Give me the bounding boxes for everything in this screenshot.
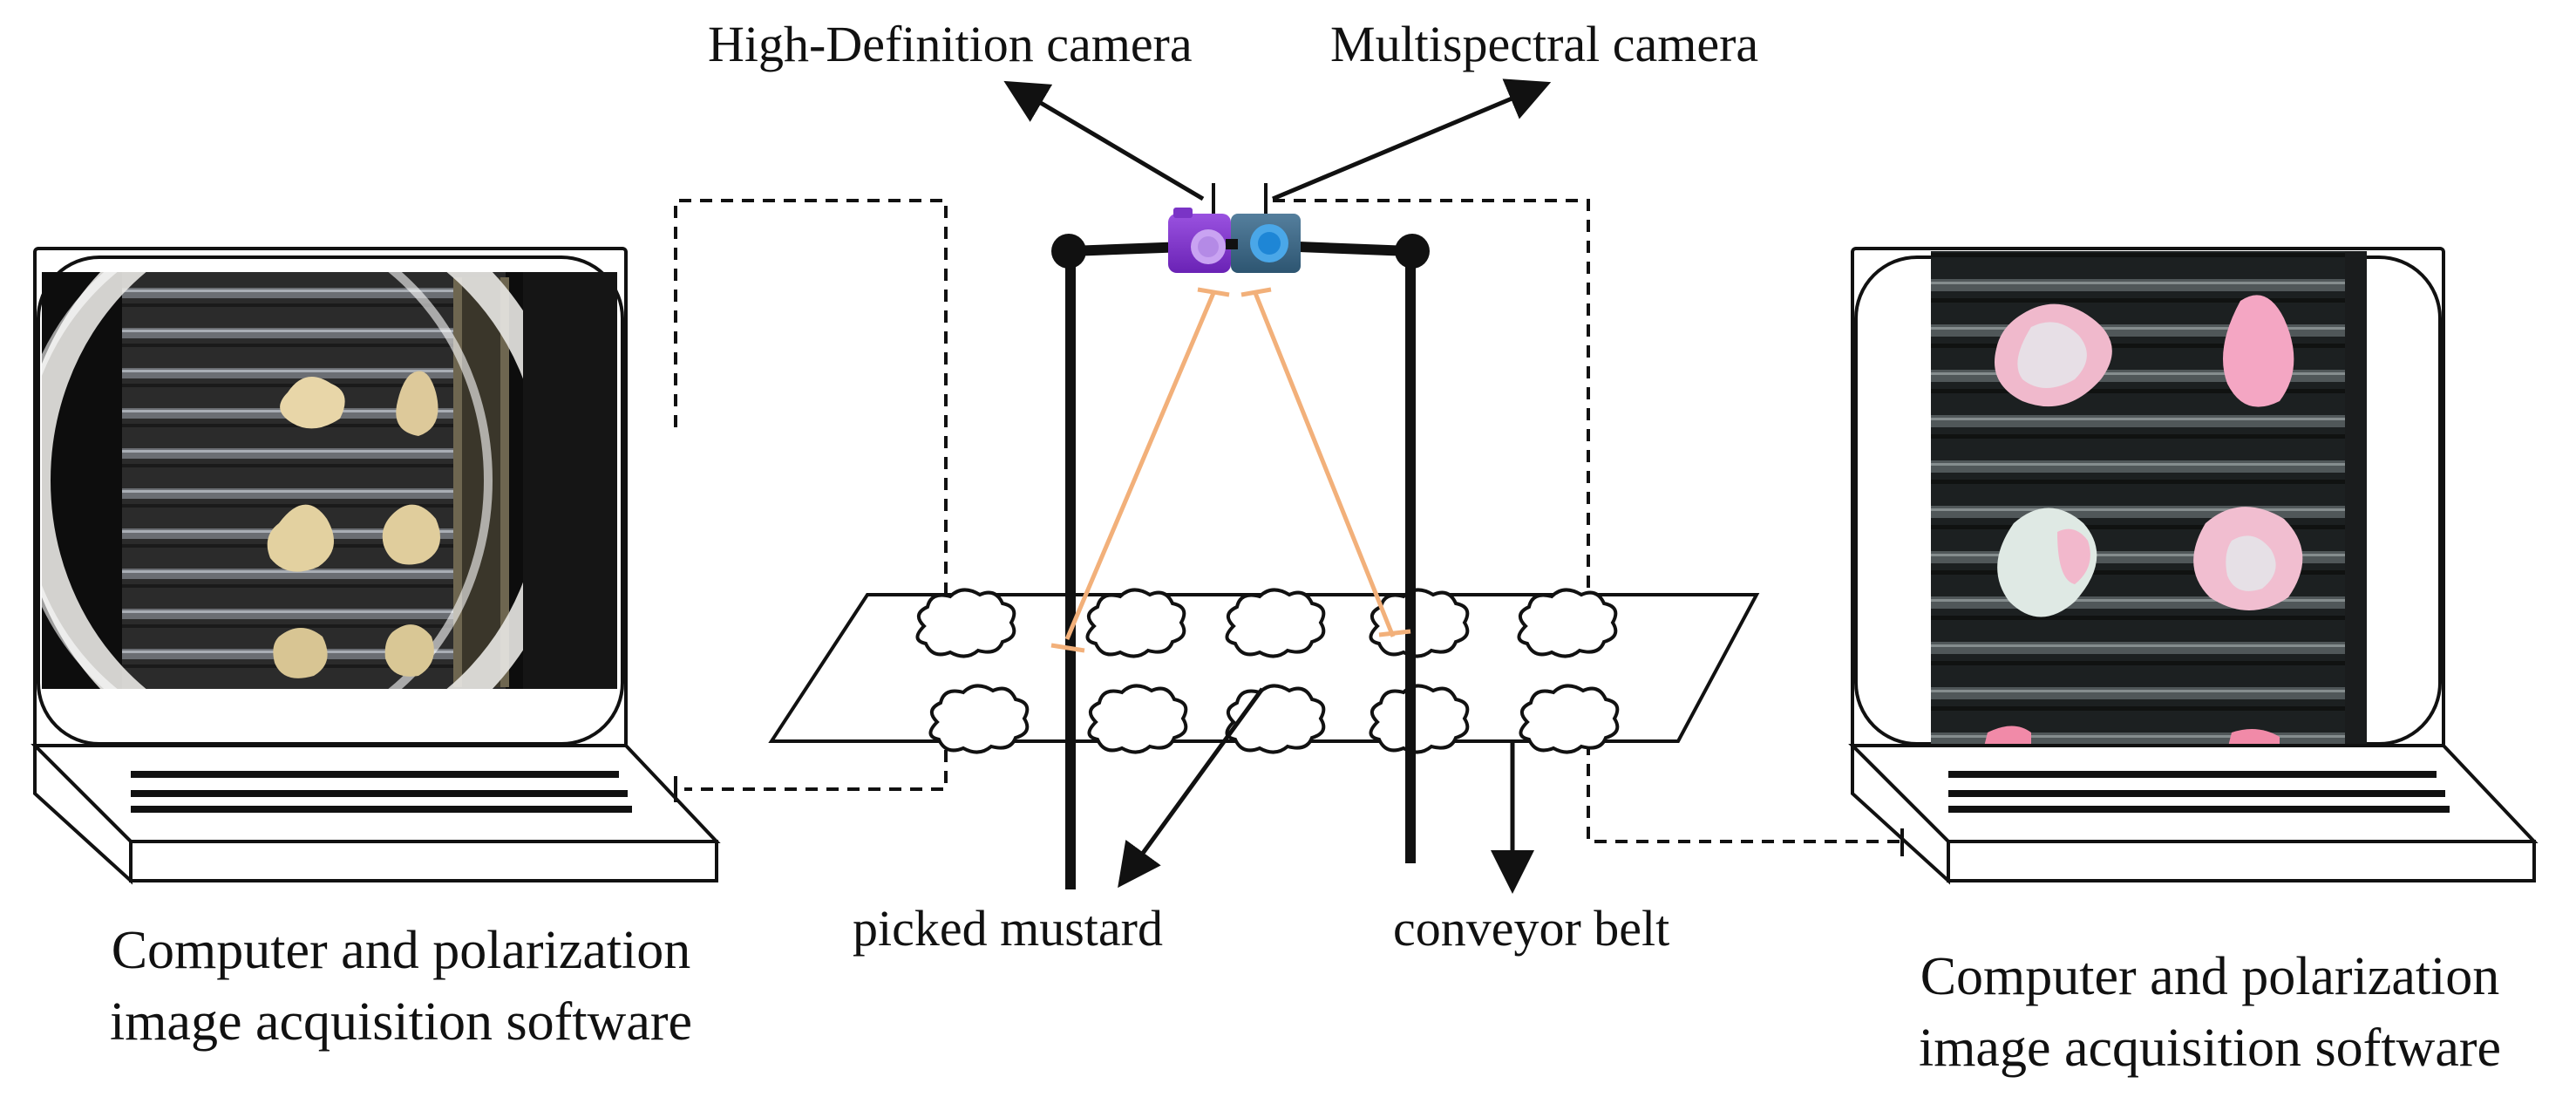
frame-arm-right <box>1298 242 1411 256</box>
left-caption-line1: Computer and polarization <box>111 921 691 980</box>
hd-camera <box>1168 208 1231 273</box>
mustard-outline <box>1369 684 1470 754</box>
mustard-outline <box>1085 588 1186 658</box>
camera-connector <box>1226 239 1238 249</box>
hd-beam-tick <box>1197 287 1230 297</box>
frame-joint-right <box>1395 234 1430 269</box>
mustard-outline <box>928 684 1030 754</box>
hd-camera-arrow <box>1003 80 1205 201</box>
conveyor-belt-label: conveyor belt <box>1393 900 1670 957</box>
picked-mustard-label: picked mustard <box>853 900 1163 957</box>
mustard-outline <box>1225 588 1326 658</box>
dashed-connections <box>674 199 1902 843</box>
mustard-outline <box>1517 588 1618 658</box>
left-keyboard-front <box>129 840 718 882</box>
frame-joint-left <box>1051 234 1086 269</box>
multispectral-camera-label: Multispectral camera <box>1330 16 1759 72</box>
left-computer-link <box>674 199 948 791</box>
mustard-outline <box>1519 684 1620 754</box>
ms-beam <box>1253 292 1396 637</box>
mustard-outline <box>1369 588 1470 658</box>
mustard-row-group <box>915 588 1620 754</box>
hd-beam-end-tick <box>1050 643 1085 653</box>
ms-beam-tick <box>1240 287 1272 297</box>
right-caption-line1: Computer and polarization <box>1920 947 2500 1006</box>
ms-beam-end-tick <box>1378 629 1411 637</box>
light-beams <box>1050 287 1411 653</box>
left-computer <box>31 247 721 885</box>
ms-camera-arrow <box>1272 78 1552 201</box>
left-caption-line2: image acquisition software <box>109 991 692 1052</box>
mustard-outline <box>915 588 1016 658</box>
right-keyboard-front <box>1947 840 2536 882</box>
hd-beam <box>1064 292 1216 640</box>
right-computer-link <box>1273 199 1902 843</box>
picked-mustard-arrow <box>1118 687 1265 889</box>
right-computer-caption: Computer and polarization image acquisit… <box>1848 942 2572 1085</box>
pointer-arrows <box>1003 78 1552 894</box>
frame-arm-left <box>1070 242 1186 256</box>
right-caption-line2: image acquisition software <box>1918 1018 2501 1078</box>
hd-camera-label: High-Definition camera <box>708 16 1193 72</box>
left-computer-caption: Computer and polarization image acquisit… <box>35 916 767 1059</box>
mustard-outline <box>1087 684 1188 754</box>
right-computer <box>1848 247 2539 885</box>
left-screen-image <box>42 272 617 689</box>
multispectral-camera <box>1231 214 1301 273</box>
camera-frame <box>1065 242 1416 889</box>
right-screen-image <box>1931 251 2367 746</box>
